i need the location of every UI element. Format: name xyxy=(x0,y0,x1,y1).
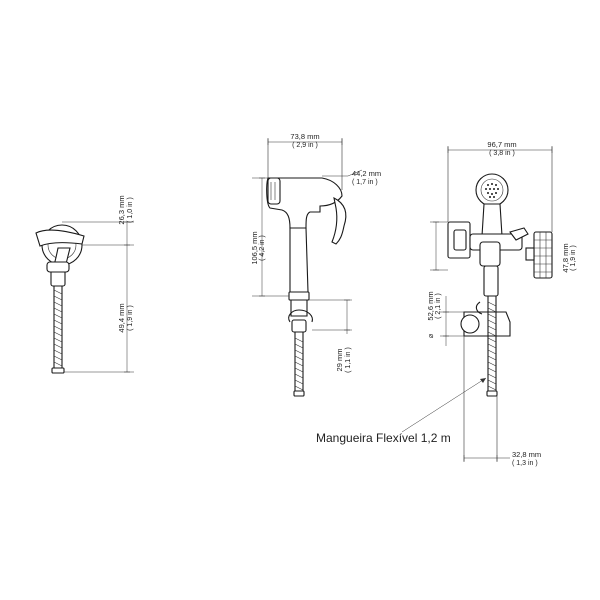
right-wall-elbow xyxy=(460,265,511,337)
right-diameter-mm: 52,6 mm xyxy=(426,291,435,320)
center-width-in: ( 2,9 in ) xyxy=(292,142,318,149)
right-shower-head xyxy=(475,173,509,207)
right-valve-body xyxy=(447,221,529,267)
right-handle xyxy=(481,203,503,237)
left-valve-body xyxy=(35,224,85,273)
left-upper-mm: 26,3 mm xyxy=(117,195,126,224)
left-lower-mm: 49,4 mm xyxy=(117,303,126,332)
center-hose-connector xyxy=(288,299,313,333)
hose-callout-label: Mangueira Flexível 1,2 m xyxy=(316,431,451,445)
hose-callout-leader xyxy=(401,377,487,433)
right-hose xyxy=(486,296,498,397)
center-hose xyxy=(293,332,305,397)
hose-callout: Mangueira Flexível 1,2 m xyxy=(316,377,487,445)
center-hose-in: ( 1,1 in ) xyxy=(345,347,352,373)
center-hose-mm: 29 mm xyxy=(335,349,344,372)
left-lower-in: ( 1,9 in ) xyxy=(127,305,134,331)
center-handle-nut xyxy=(288,291,310,301)
center-sprayer-head xyxy=(266,177,343,229)
center-trigger-lever xyxy=(331,197,347,245)
center-width-mm: 73,8 mm xyxy=(290,132,319,141)
center-trigger-mm: 44,2 mm xyxy=(352,169,381,178)
right-bottom-in: ( 1,3 in ) xyxy=(512,460,538,467)
center-trigger-leader xyxy=(322,169,363,177)
right-valve-in: ( 1,9 in ) xyxy=(570,245,577,271)
right-diameter-symbol: ⌀ xyxy=(426,333,435,338)
hose-callout-arrowhead xyxy=(480,378,486,383)
right-width-mm: 96,7 mm xyxy=(487,140,516,149)
left-upper-in: ( 1,0 in ) xyxy=(127,197,134,223)
right-diameter-in: ( 2,1 in ) xyxy=(435,293,442,319)
right-width-in: ( 3,8 in ) xyxy=(489,150,515,157)
right-view: 96,7 mm ( 3,8 in ) 47,8 mm ( 1,9 in ) ⌀ … xyxy=(426,140,577,467)
center-trigger-in: ( 1,7 in ) xyxy=(352,179,378,186)
center-height-in: ( 4,2 in ) xyxy=(259,235,266,261)
right-valve-mm: 47,8 mm xyxy=(561,243,570,272)
right-bottom-mm: 32,8 mm xyxy=(512,450,541,459)
right-handwheel xyxy=(525,231,553,279)
center-height-mm: 106,5 mm xyxy=(250,231,259,264)
center-view: 73,8 mm ( 2,9 in ) 44,2 mm ( 1,7 in ) 10… xyxy=(250,132,381,397)
left-view: 26,3 mm ( 1,0 in ) 49,4 mm ( 1,9 in ) xyxy=(35,195,134,374)
left-hose xyxy=(51,282,65,374)
center-handle xyxy=(289,227,309,293)
